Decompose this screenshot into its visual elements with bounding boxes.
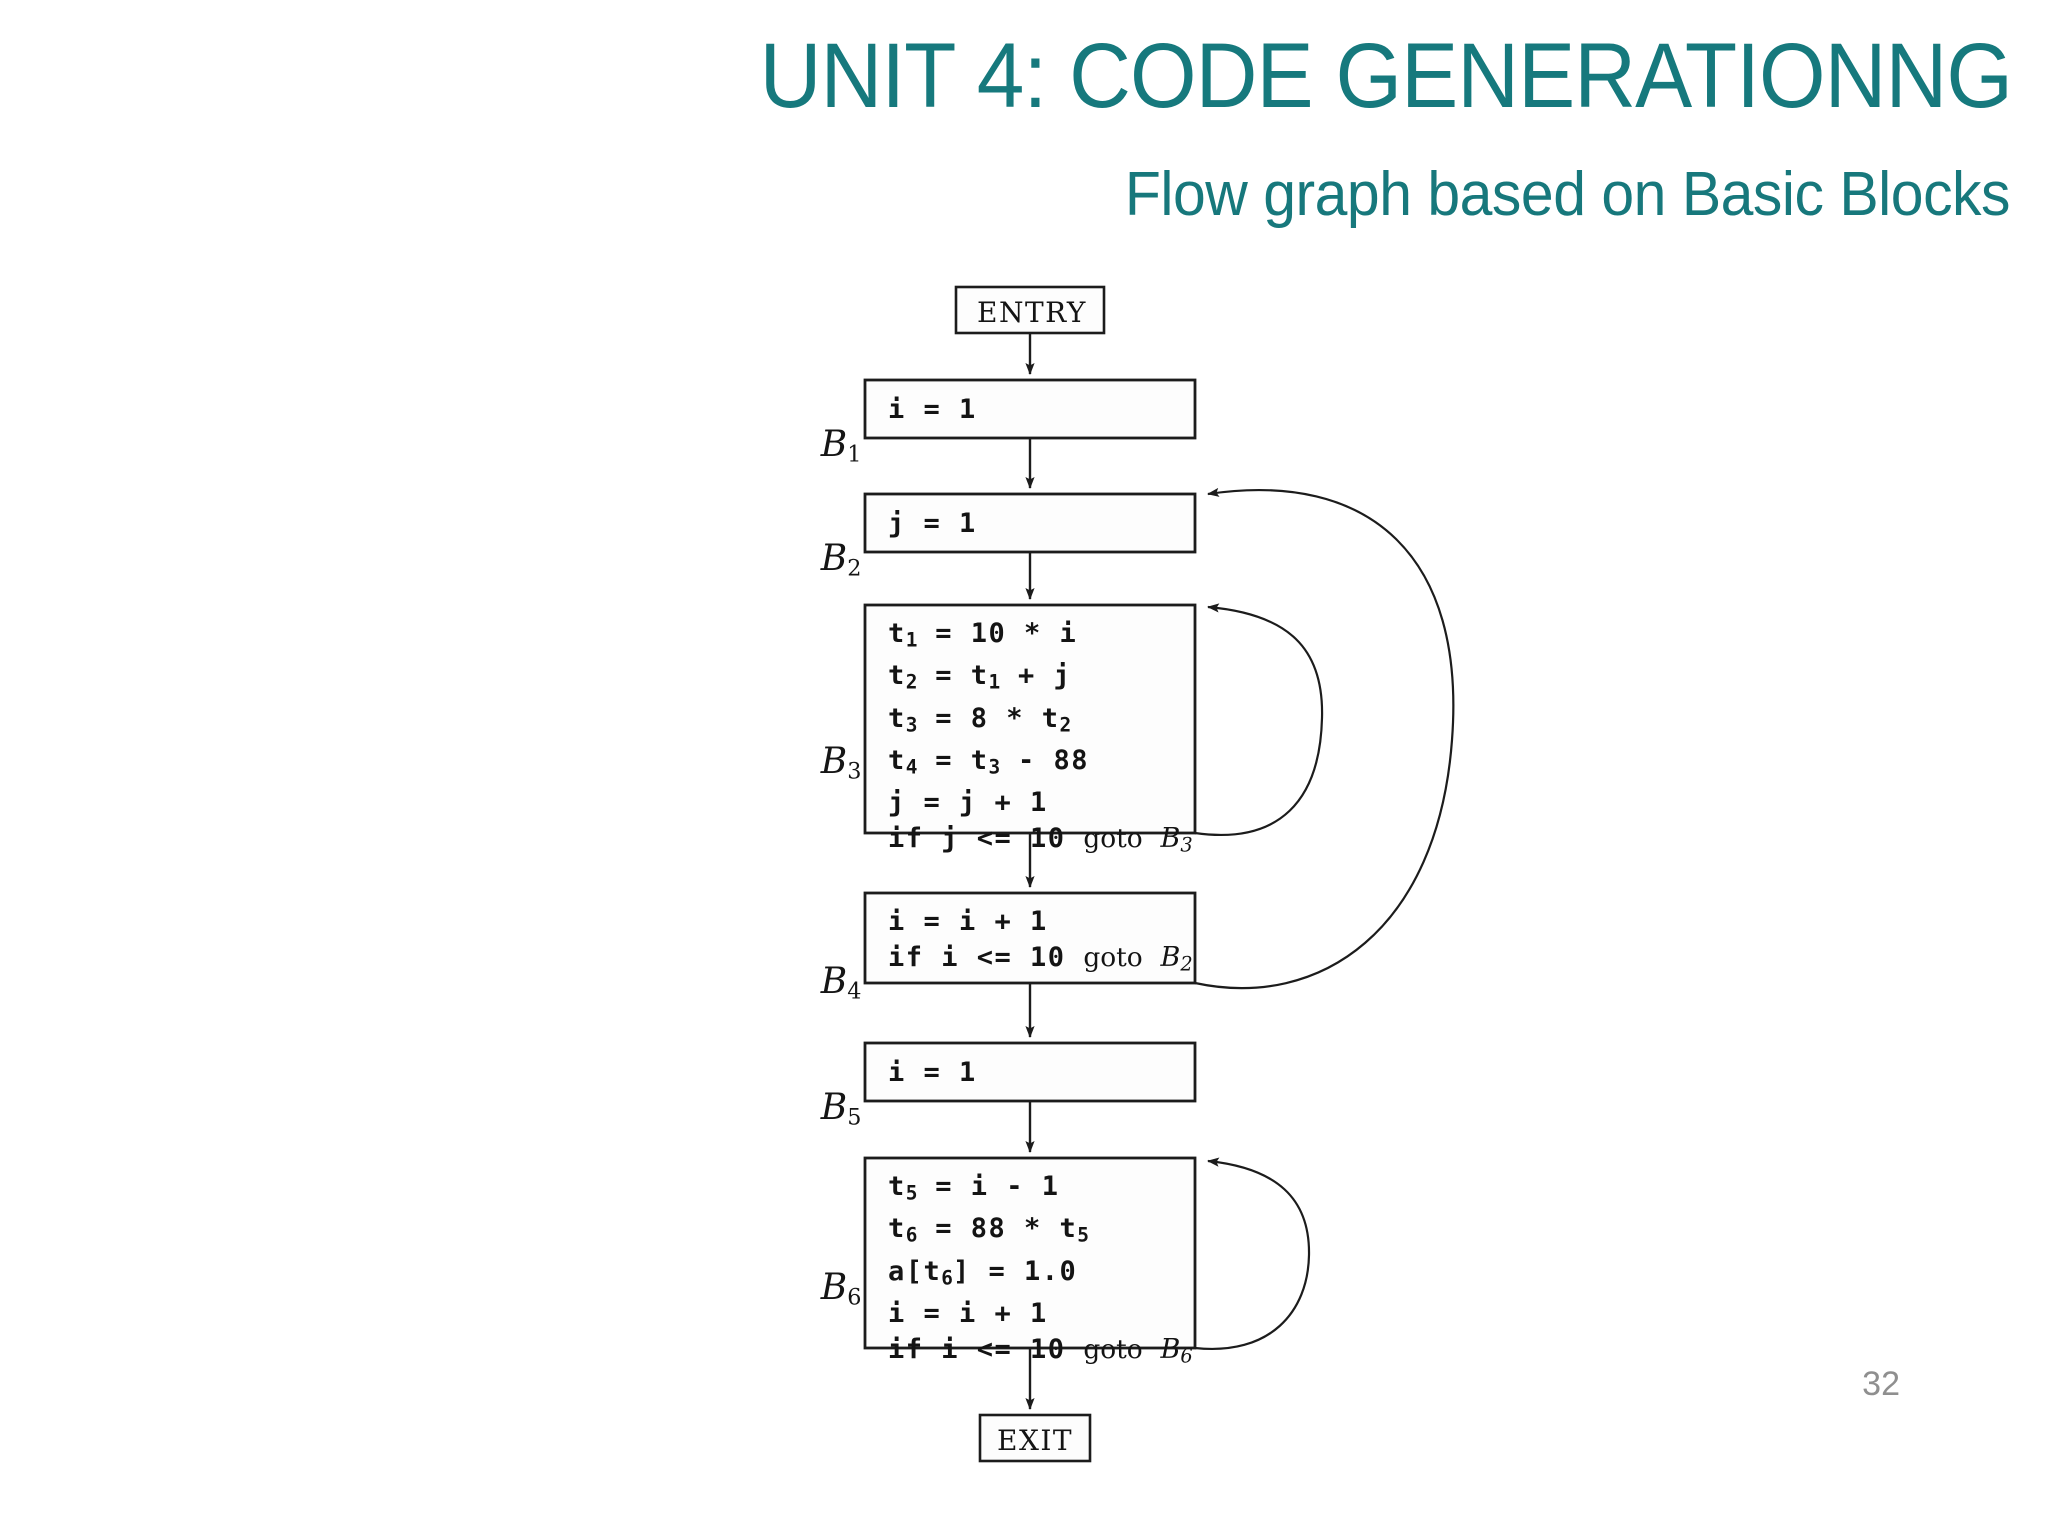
block-label-b1-main: B bbox=[820, 424, 848, 465]
block-label-b2-main: B bbox=[820, 538, 848, 579]
code-line: j = j + 1 bbox=[888, 787, 1048, 819]
code-line: t6 = 88 * t5 bbox=[888, 1213, 1089, 1247]
b2-code-lines: j = 1 bbox=[888, 506, 977, 542]
block-label-b6-main: B bbox=[820, 1267, 848, 1308]
block-label-b4-sub: 4 bbox=[847, 978, 862, 1005]
block-label-b2-sub: 2 bbox=[847, 555, 862, 582]
block-label-b5-main: B bbox=[820, 1087, 848, 1128]
block-label-b3: B3 bbox=[775, 700, 862, 826]
block-label-b4-main: B bbox=[820, 961, 848, 1002]
code-line: t3 = 8 * t2 bbox=[888, 702, 1072, 736]
edge-b4-b2-back bbox=[1194, 487, 1455, 990]
code-line: i = 1 bbox=[888, 394, 977, 425]
block-label-b5: B5 bbox=[775, 1046, 862, 1172]
edge-b3-self-loop bbox=[1194, 603, 1324, 836]
code-line: if j <= 10 goto B3 bbox=[888, 823, 1193, 857]
code-line: t2 = t1 + j bbox=[888, 660, 1072, 694]
block-label-b4: B4 bbox=[775, 920, 862, 1046]
code-line: i = 1 bbox=[888, 1057, 977, 1088]
block-label-b2: B2 bbox=[775, 497, 862, 623]
code-line: i = i + 1 bbox=[888, 1297, 1048, 1329]
b4-code-lines: i = i + 1 if i <= 10 goto B2 bbox=[888, 904, 1193, 982]
block-label-b1: B1 bbox=[775, 383, 862, 509]
b3-code-lines: t1 = 10 * i t2 = t1 + j t3 = 8 * t2 t4 = t3… bbox=[888, 616, 1193, 863]
exit-box-label: EXIT bbox=[997, 1424, 1074, 1457]
b5-code-lines: i = 1 bbox=[888, 1055, 977, 1091]
page-title: UNIT 4: CODE GENERATIONNG bbox=[759, 25, 2013, 127]
code-line: t4 = t3 - 88 bbox=[888, 744, 1089, 779]
block-label-b6-sub: 6 bbox=[847, 1284, 862, 1311]
block-label-b3-main: B bbox=[820, 741, 848, 782]
b6-code-lines: t5 = i - 1 t6 = 88 * t5 a[t6] = 1.0 i = i +… bbox=[888, 1169, 1193, 1374]
page-number: 32 bbox=[1862, 1365, 1900, 1403]
block-label-b5-sub: 5 bbox=[847, 1104, 862, 1131]
page-subtitle: Flow graph based on Basic Blocks bbox=[1124, 160, 2011, 229]
code-line: if i <= 10 goto B6 bbox=[888, 1333, 1193, 1368]
code-line: t5 = i - 1 bbox=[888, 1171, 1060, 1205]
entry-box-label: ENTRY bbox=[977, 296, 1087, 329]
b3-code-lines-b1: i = 1 bbox=[888, 392, 977, 428]
block-label-b6: B6 bbox=[775, 1226, 862, 1352]
code-line: a[t6] = 1.0 bbox=[888, 1255, 1078, 1289]
edge-b6-self-loop bbox=[1194, 1157, 1311, 1351]
code-line: i = i + 1 bbox=[888, 906, 1048, 937]
code-line: t1 = 10 * i bbox=[888, 618, 1078, 652]
code-line: if i <= 10 goto B2 bbox=[888, 942, 1193, 976]
block-label-b3-sub: 3 bbox=[847, 758, 862, 785]
block-label-b1-sub: 1 bbox=[847, 441, 862, 468]
code-line: j = 1 bbox=[888, 508, 977, 539]
